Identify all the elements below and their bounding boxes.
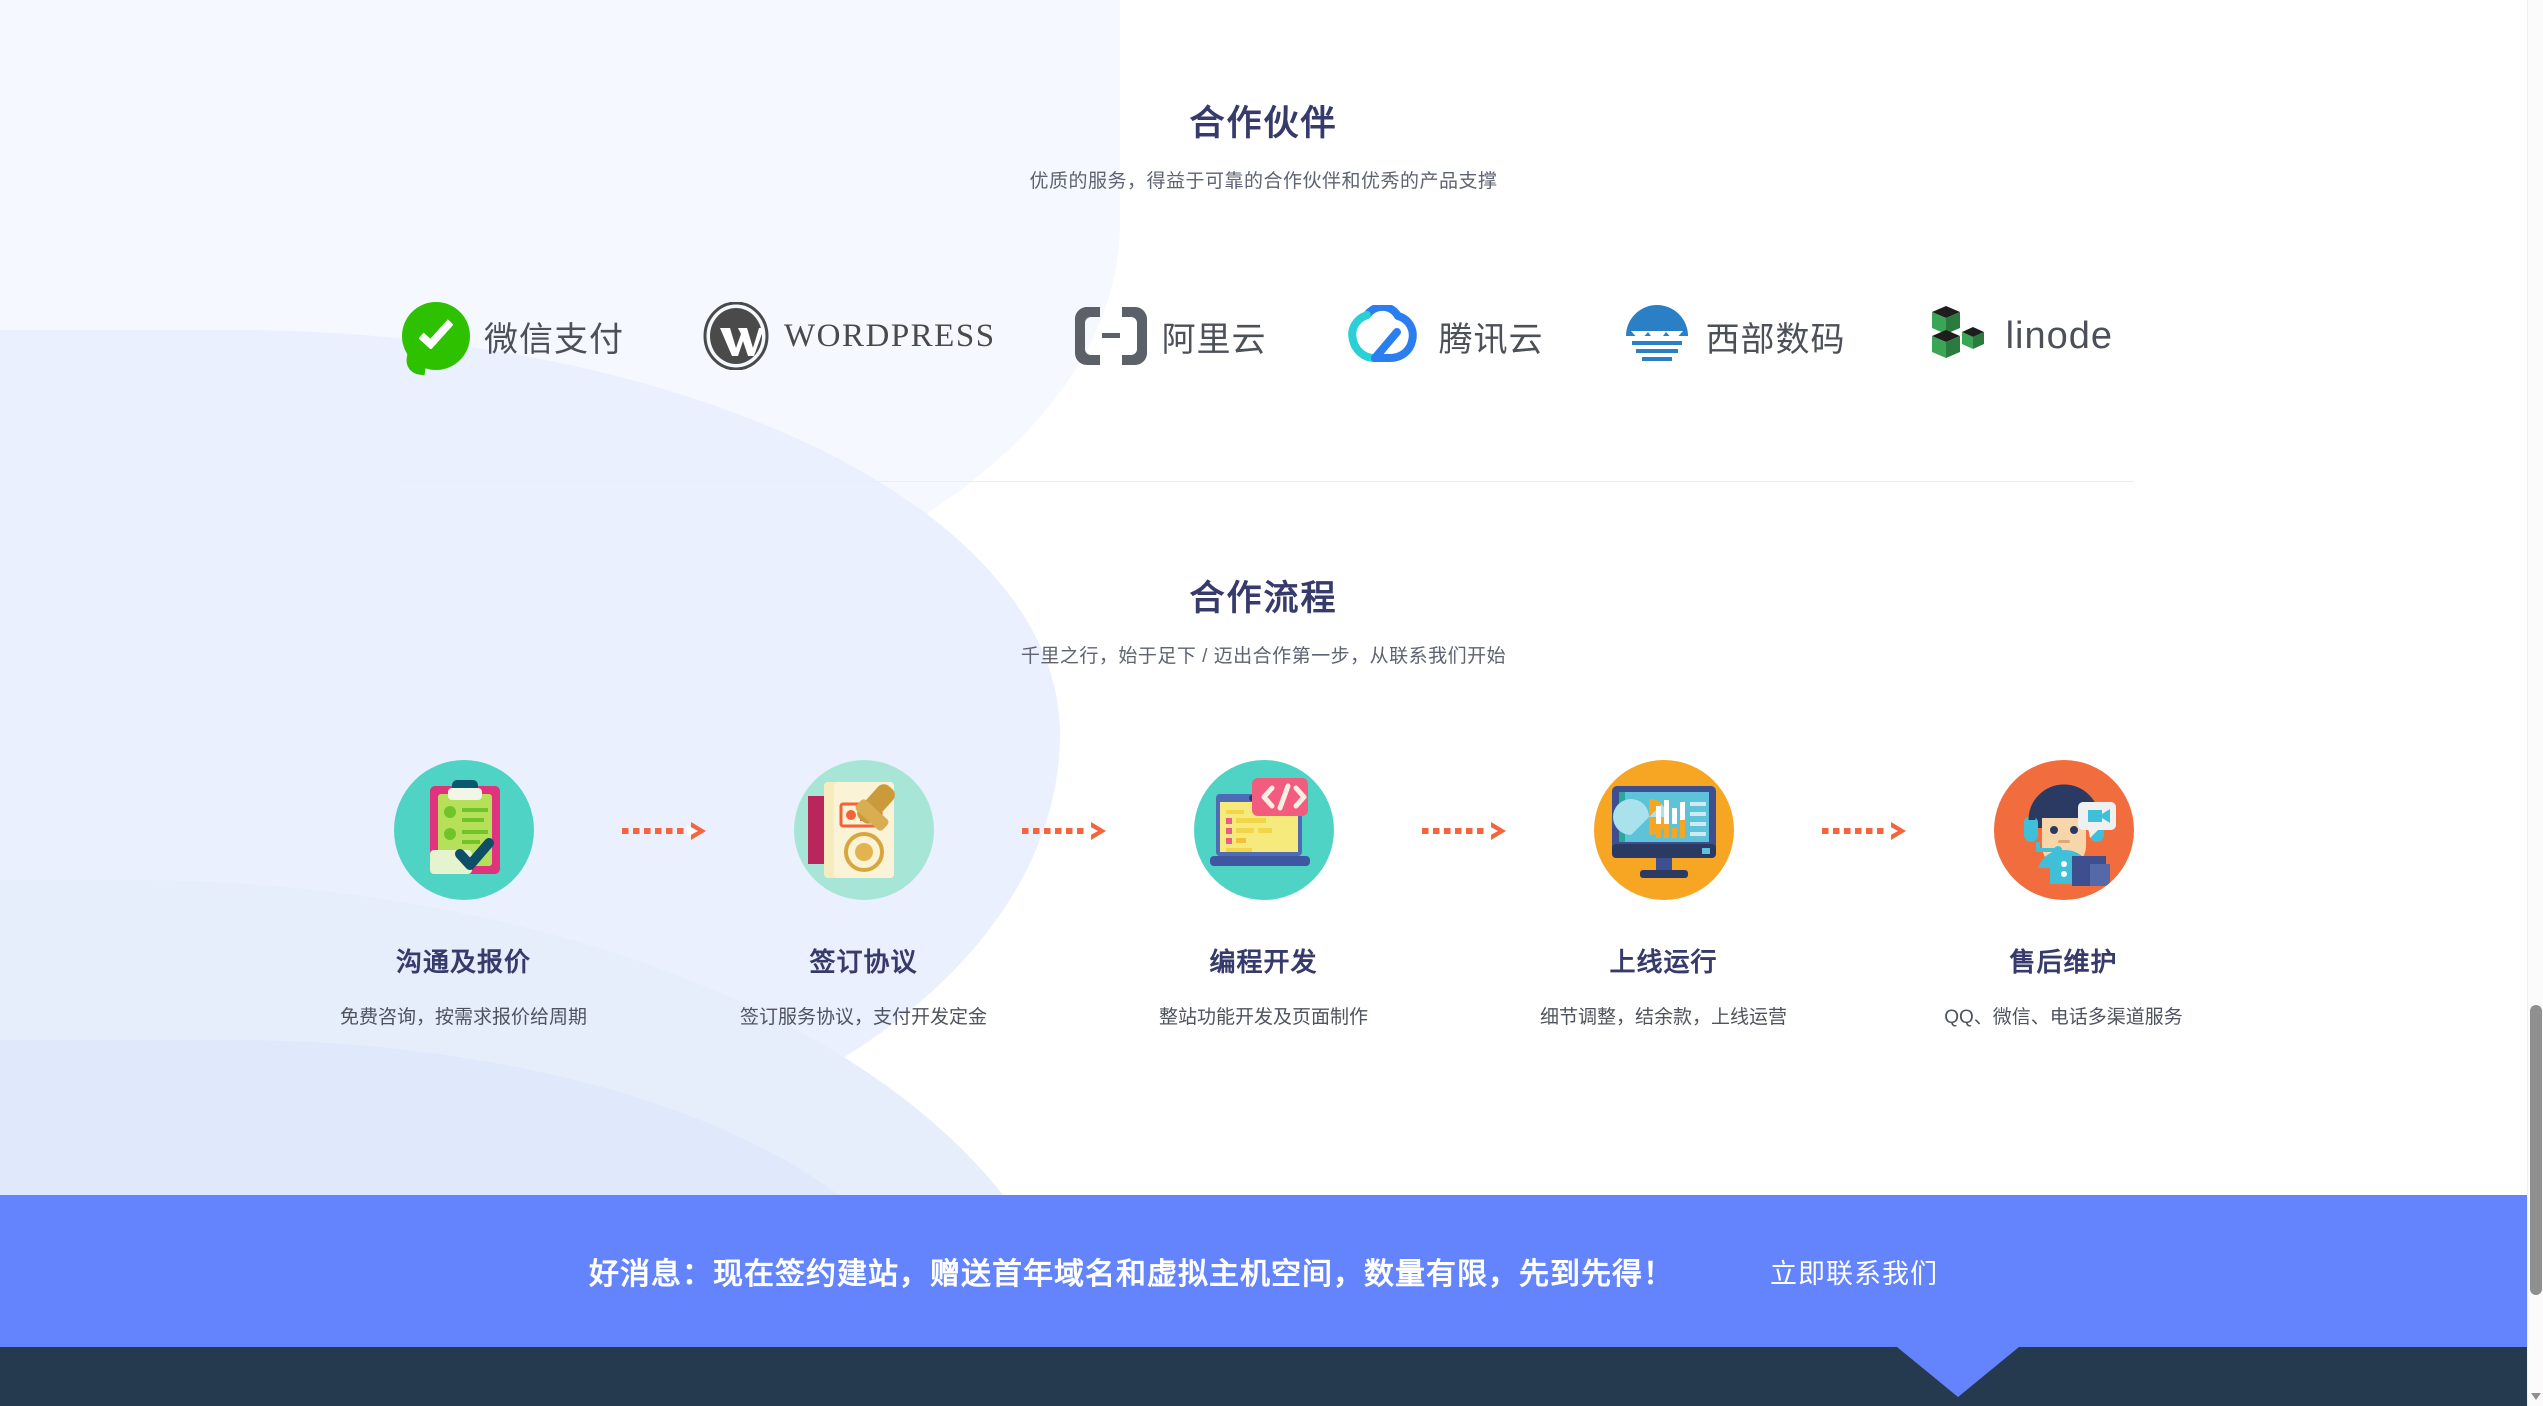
down-triangle-icon	[1897, 1347, 2019, 1397]
partner-label: 阿里云	[1161, 320, 1267, 359]
partner-label: 腾讯云	[1438, 320, 1544, 359]
aliyun-icon	[1074, 305, 1148, 367]
partner-logo-tencent-cloud[interactable]: 腾讯云	[1345, 298, 1544, 374]
step-desc: QQ、微信、电话多渠道服务	[1944, 1007, 2183, 1028]
west-digital-icon	[1622, 301, 1692, 371]
partner-label: linode	[2005, 314, 2113, 357]
contact-us-link[interactable]: 立即联系我们	[1770, 1258, 1938, 1289]
dotted-arrow-right-icon	[609, 822, 719, 840]
process-step-5[interactable]: 售后维护 QQ、微信、电话多渠道服务	[1919, 760, 2209, 1029]
step-desc: 免费咨询，按需求报价给周期	[339, 1007, 587, 1028]
process-section: 合作流程 千里之行，始于足下 / 迈出合作第一步，从联系我们开始	[0, 482, 2527, 1029]
laptop-code-icon	[1193, 760, 1334, 900]
step-title: 上线运行	[1609, 947, 1718, 977]
clipboard-check-icon	[393, 760, 534, 900]
section-divider	[393, 481, 2134, 482]
partners-subtitle: 优质的服务，得益于可靠的合作伙伴和优秀的产品支撑	[1029, 171, 1498, 192]
linode-icon	[1924, 302, 1992, 370]
dotted-arrow-right-icon	[1009, 822, 1119, 840]
partner-logo-row: 微信支付 WORDPRESS	[0, 281, 2527, 391]
wechat-pay-icon	[402, 302, 470, 376]
process-step-3[interactable]: 编程开发 整站功能开发及页面制作	[1119, 760, 1409, 1029]
partner-logo-wordpress[interactable]: WORDPRESS	[702, 298, 996, 374]
partner-logo-wechat-pay[interactable]: 微信支付	[402, 298, 624, 376]
process-step-2[interactable]: 签订协议 签订服务协议，支付开发定金	[719, 760, 1009, 1029]
partner-logo-aliyun[interactable]: 阿里云	[1074, 298, 1267, 374]
page-scrollbar[interactable]	[2527, 0, 2543, 1406]
step-title: 售后维护	[2009, 947, 2118, 977]
partner-label: 西部数码	[1705, 320, 1846, 359]
promo-message: 好消息：现在签约建站，赠送首年域名和虚拟主机空间，数量有限，先到先得！	[589, 1258, 1674, 1291]
partners-section: 合作伙伴 优质的服务，得益于可靠的合作伙伴和优秀的产品支撑 微信支付 WORDP…	[0, 0, 2527, 391]
promo-banner: 好消息：现在签约建站，赠送首年域名和虚拟主机空间，数量有限，先到先得！ 立即联系…	[0, 1195, 2527, 1347]
support-agent-icon	[1993, 760, 2134, 900]
step-title: 编程开发	[1209, 947, 1318, 977]
step-desc: 细节调整，结余款，上线运营	[1539, 1007, 1787, 1028]
partners-title: 合作伙伴	[1189, 104, 1338, 143]
step-desc: 整站功能开发及页面制作	[1158, 1007, 1368, 1028]
partner-label: 微信支付	[484, 320, 624, 359]
process-steps: 沟通及报价 免费咨询，按需求报价给周期	[0, 760, 2527, 1029]
monitor-chart-icon	[1593, 760, 1734, 900]
wordpress-icon	[702, 301, 770, 371]
contract-stamp-icon	[793, 760, 934, 900]
partner-logo-linode[interactable]: linode	[1924, 298, 2113, 374]
site-footer	[0, 1347, 2527, 1406]
tencent-cloud-icon	[1345, 302, 1425, 367]
process-step-4[interactable]: 上线运行 细节调整，结余款，上线运营	[1519, 760, 1809, 1029]
scrollbar-thumb[interactable]	[2530, 1005, 2542, 1295]
process-title: 合作流程	[1189, 579, 1338, 618]
partner-logo-west-digital[interactable]: 西部数码	[1622, 298, 1846, 374]
step-title: 沟通及报价	[395, 947, 531, 977]
partner-label: WORDPRESS	[784, 317, 996, 354]
step-title: 签订协议	[809, 947, 918, 977]
step-desc: 签订服务协议，支付开发定金	[739, 1007, 987, 1028]
dotted-arrow-right-icon	[1809, 822, 1919, 840]
process-step-1[interactable]: 沟通及报价 免费咨询，按需求报价给周期	[319, 760, 609, 1029]
scroll-down-arrow-icon[interactable]	[2531, 1393, 2541, 1400]
dotted-arrow-right-icon	[1409, 822, 1519, 840]
process-subtitle: 千里之行，始于足下 / 迈出合作第一步，从联系我们开始	[1020, 646, 1507, 667]
